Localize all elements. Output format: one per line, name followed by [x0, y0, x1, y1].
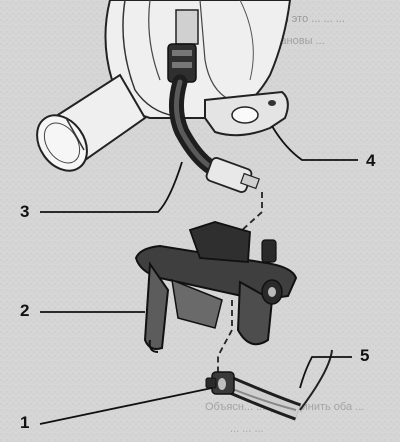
hose-fitting — [205, 157, 260, 193]
bleed-text-bottom-2: ... ... ... — [230, 423, 264, 435]
leader-line-4 — [271, 125, 358, 161]
leader-line-5 — [299, 356, 352, 389]
leader-line-1 — [39, 387, 213, 425]
leader-lines — [39, 125, 358, 425]
assembly-guide-lower — [217, 300, 233, 378]
top-connector — [167, 43, 197, 83]
callout-2: 2 — [20, 301, 30, 320]
lower-hose-assembly — [205, 349, 333, 421]
bracket — [134, 221, 298, 353]
assembly-guide-upper — [239, 192, 263, 233]
intake-pipe — [36, 73, 147, 172]
leader-line-3 — [40, 161, 183, 213]
mounting-flange — [204, 90, 289, 137]
callout-3: 3 — [20, 202, 30, 221]
callout-1: 1 — [20, 413, 30, 432]
callout-5: 5 — [360, 346, 370, 365]
callout-4: 4 — [366, 151, 376, 170]
